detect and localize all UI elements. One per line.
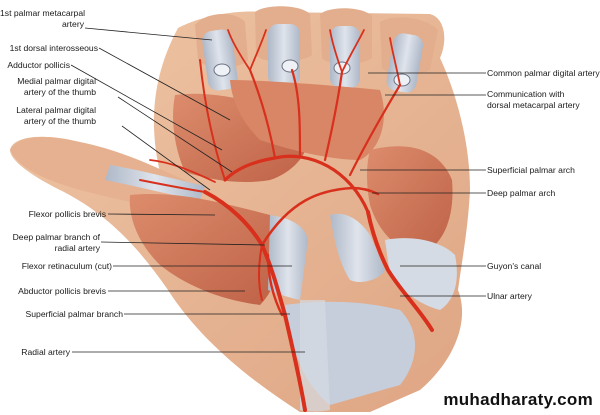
label-flexor-retinaculum-cut: Flexor retinaculum (cut) [21,261,112,271]
label-deep-palmar-arch: Deep palmar arch [487,188,556,198]
label-radial-artery: Radial artery [21,347,70,357]
lumbrical-muscles [230,80,384,160]
watermark: muhadharaty.com [443,390,593,409]
label-common-palmar-digital-artery: Common palmar digital artery [487,68,600,78]
wrist-tendons [268,213,457,412]
deep-arch-vessel [260,186,380,247]
arteries [139,29,434,412]
label-abductor-pollicis-brevis: Abductor pollicis brevis [18,286,106,296]
radial-artery-vessel [203,190,307,412]
label-first-dorsal-interosseous: 1st dorsal interosseous [9,43,98,53]
ulnar-artery-vessel [366,210,434,332]
label-adductor-pollicis: Adductor pollicis [7,60,70,70]
superficial-palmar-branch-vessel [266,253,284,317]
label-superficial-palmar-branch: Superficial palmar branch [25,309,123,319]
thumb [10,136,201,212]
label-flexor-pollicis-brevis: Flexor pollicis brevis [28,209,106,219]
leader-lines [70,27,486,353]
label-ulnar-artery: Ulnar artery [487,291,532,301]
label-guyons-canal: Guyon's canal [487,261,542,271]
hypothenar-muscles [367,146,453,255]
label-superficial-palmar-arch: Superficial palmar arch [487,165,575,175]
superficial-arch-vessel [223,154,370,214]
